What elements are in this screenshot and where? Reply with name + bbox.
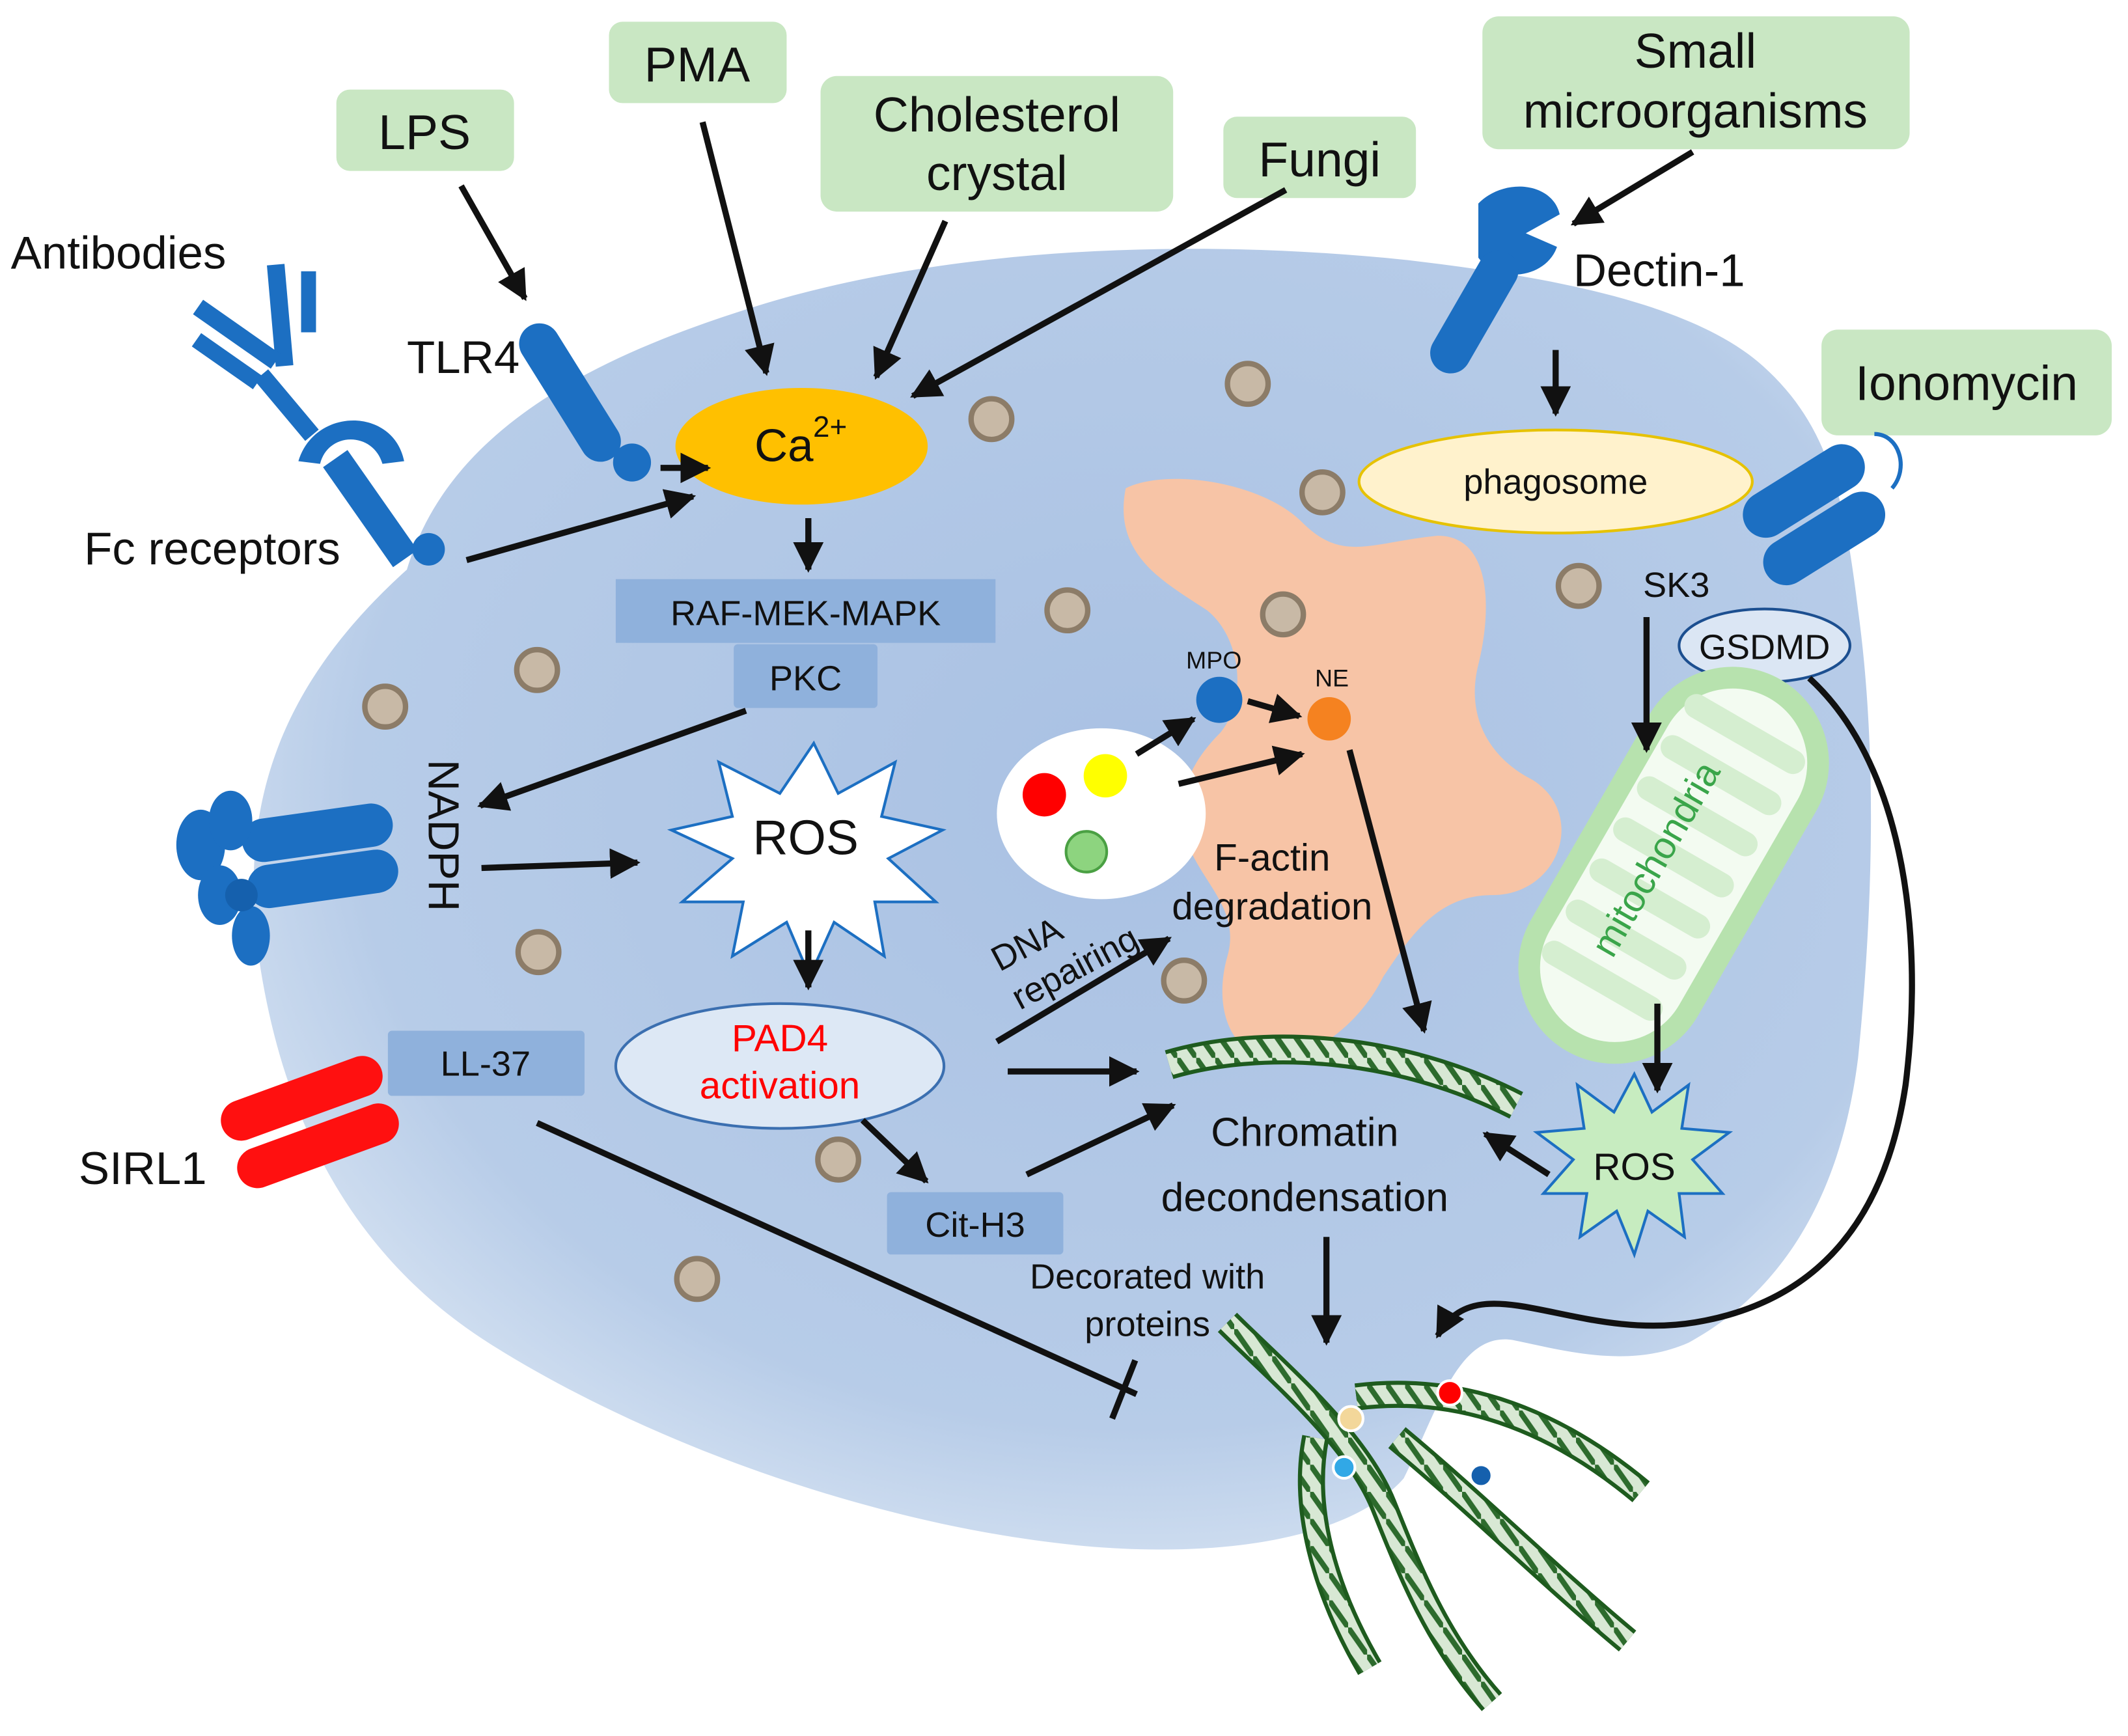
stimulus-pma: PMA [609,21,787,103]
antibodies-label: Antibodies [11,228,227,279]
granule [515,929,562,976]
granule [1260,591,1306,638]
calcium-superscript: 2+ [813,410,847,443]
nadph-oxidase-icon [176,790,398,966]
phagosome-node: phagosome [1357,428,1754,534]
mpo-node: MPO [1186,646,1243,723]
factin-line2: degradation [1172,886,1372,928]
ros-main-label: ROS [753,810,859,865]
antibody-icon [191,264,319,441]
chromatin-line2: decondensation [1161,1175,1448,1220]
factin-line1: F-actin [1214,837,1330,879]
fc-receptor-icon [298,420,445,568]
mitochondria-node: mitochondria [1518,667,1829,1064]
raf-mek-mapk-box: RAF-MEK-MAPK [615,579,996,643]
granule [1044,587,1091,634]
granule [1299,469,1346,516]
calcium-node: Ca 2+ [675,387,928,505]
dectin-1-receptor-icon [1430,186,1560,374]
mpo-label: MPO [1186,646,1241,674]
phagosome-label: phagosome [1463,462,1648,501]
net-strands [1217,1312,1650,1711]
granules [362,361,1602,1302]
stimulus-ionomycin: Ionomycin [1821,329,2112,435]
stimulus-fungi-label: Fungi [1258,132,1381,187]
decorated-line1: Decorated with [1030,1257,1265,1296]
fc-receptors-label: Fc receptors [84,523,340,575]
stimulus-lps-label: LPS [378,105,471,159]
cit-h3-box: Cit-H3 [887,1192,1064,1255]
ne-node: NE [1307,664,1351,741]
cholesterol-line2: crystal [926,146,1068,200]
granule [1161,958,1208,1004]
granule [1555,562,1602,609]
ll-37-label: LL-37 [441,1044,531,1083]
sk3-label: SK3 [1643,566,1709,605]
granule [815,1137,862,1183]
chromatin-line1: Chromatin [1211,1110,1398,1155]
stimulus-pma-label: PMA [644,37,751,92]
decorated-line2: proteins [1085,1304,1210,1343]
small-line2: microorganisms [1523,83,1868,138]
ionomycin-channel-icon [1743,432,1903,586]
pad4-activation-node: PAD4 activation [614,1002,946,1130]
granule [674,1256,721,1302]
cit-h3-label: Cit-H3 [925,1206,1025,1245]
ne-label: NE [1315,664,1349,691]
sirl1-receptor-icon [221,1056,399,1189]
small-line1: Small [1635,23,1757,78]
ll-37-box: LL-37 [387,1030,585,1096]
tlr4-label: TLR4 [407,332,519,383]
tlr4-receptor-icon [519,323,652,482]
raf-mek-mapk-label: RAF-MEK-MAPK [670,594,941,633]
gsdmd-node: GSDMD [1678,607,1851,684]
ros-mito-label: ROS [1593,1146,1675,1189]
stimulus-lps: LPS [336,89,514,171]
granule [1224,361,1271,407]
granule [968,396,1015,443]
stimulus-cholesterol-crystal: Cholesterol crystal [820,76,1174,212]
nadph-label: NADPH [419,760,467,911]
pad4-line2: activation [700,1065,860,1107]
granule [514,646,560,693]
chromatin-helix [1165,1034,1523,1119]
granule-cluster [997,728,1206,900]
sirl1-label: SIRL1 [79,1143,207,1194]
stimulus-ionomycin-label: Ionomycin [1855,356,2078,411]
dectin-1-label: Dectin-1 [1573,245,1745,297]
ros-mito-node: ROS [1532,1071,1734,1259]
calcium-label: Ca [754,420,814,471]
stimulus-fungi: Fungi [1223,117,1416,199]
granule [362,683,409,730]
nucleus-region [1124,478,1562,1059]
cholesterol-line1: Cholesterol [874,87,1120,142]
pkc-label: PKC [769,659,842,698]
pad4-line1: PAD4 [732,1017,828,1060]
stimulus-small-microorganisms: Small microorganisms [1482,16,1910,150]
pathway-arrows [458,121,1915,1420]
gsdmd-label: GSDMD [1699,628,1831,667]
pkc-box: PKC [734,644,878,708]
